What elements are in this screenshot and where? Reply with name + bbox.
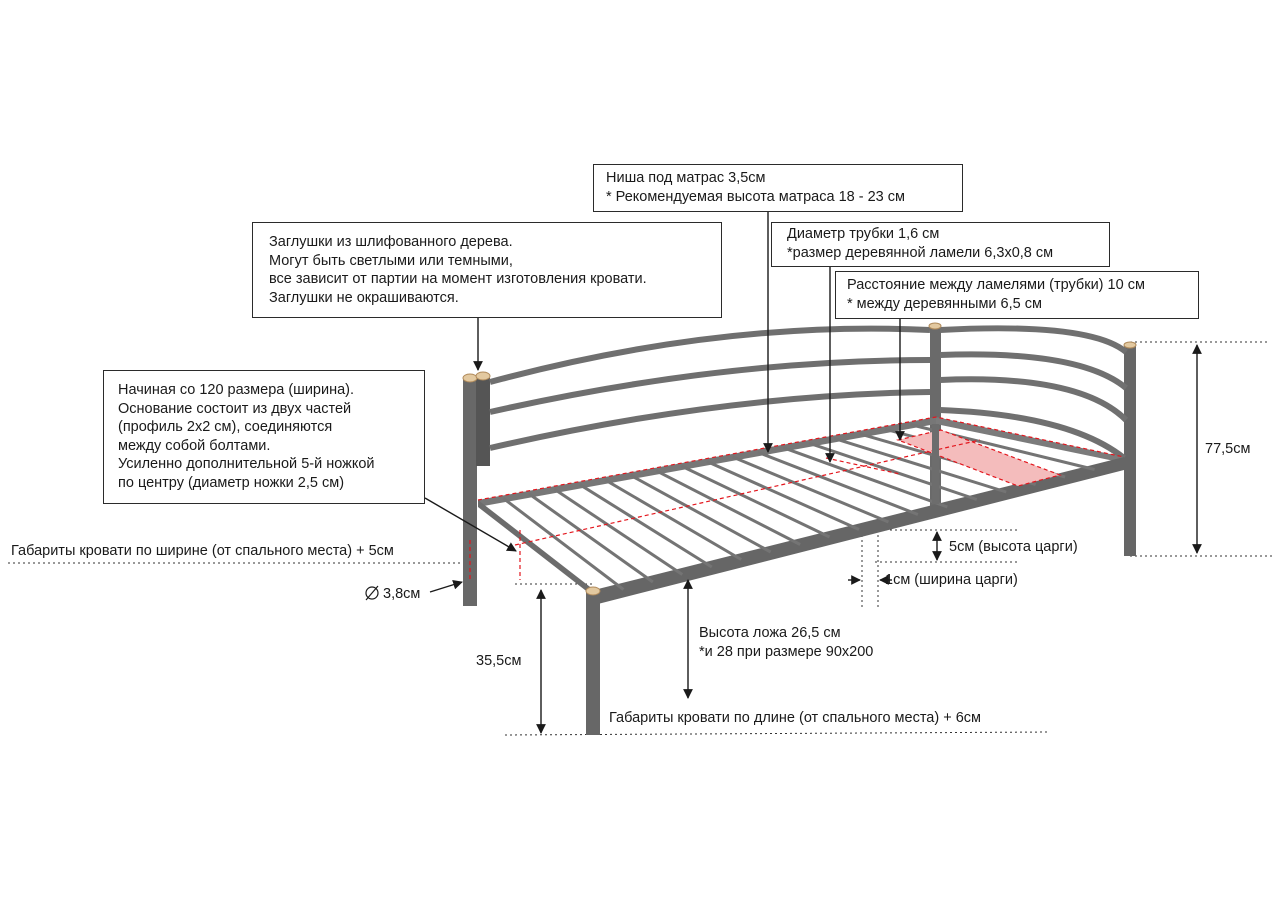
caps-line-3: все зависит от партии на момент изготовл… (269, 271, 647, 287)
long-rail-low (489, 389, 931, 451)
wood-cap-back-right (928, 322, 942, 330)
right-end-rail (936, 417, 1124, 463)
tube-line-2: *размер деревянной ламели 6,3х0,8 см (787, 244, 1054, 261)
base-arrow (424, 497, 517, 552)
base-line-3: (профиль 2х2 см), соединяются (118, 419, 333, 435)
legs (586, 424, 939, 735)
caps-line-1: Заглушки из шлифованного дерева. (269, 234, 513, 250)
niche-line-1: Ниша под матрас 3,5см (606, 170, 766, 186)
callout-wood-caps: Заглушки из шлифованного дерева. Могут б… (252, 222, 722, 318)
right-end-post (1124, 346, 1136, 556)
front-side-rail (594, 457, 1124, 605)
slat (629, 474, 772, 554)
wood-cap-end (1123, 341, 1137, 349)
bed-height-line-2: *и 28 при размере 90х200 (699, 643, 874, 660)
leg-height-label: 35,5см (476, 653, 522, 669)
length-note-label: Габариты кровати по длине (от спального … (609, 710, 982, 726)
base-line-4: между собой болтами. (118, 437, 271, 454)
slat-marker-line (825, 457, 901, 475)
back-left-post-sleeve (476, 378, 490, 466)
niche-line-2: * Рекомендуемая высота матраса 18 - 23 с… (606, 188, 905, 205)
end-rail-mid (939, 351, 1128, 391)
wood-cap-front-left (585, 586, 601, 596)
callout-mattress-niche: Ниша под матрас 3,5см * Рекомендуемая вы… (593, 164, 963, 212)
slat (706, 460, 860, 531)
frame-height-label: 5см (высота царги) (949, 539, 1078, 555)
base-line-5: Усиленно дополнительной 5-й ножкой (118, 456, 375, 472)
slat (655, 469, 801, 546)
slat (578, 483, 713, 569)
slat (808, 441, 978, 501)
slats (502, 423, 1095, 591)
side-frame (478, 417, 1124, 605)
slat (757, 450, 919, 516)
end-rail-top (939, 325, 1128, 355)
total-height-label: 77,5см (1205, 441, 1251, 457)
tube-line-1: Диаметр трубки 1,6 см (787, 226, 940, 242)
wood-caps (462, 322, 1137, 596)
center-leg (932, 424, 939, 504)
spacing-line-2: * между деревянными 6,5 см (847, 295, 1042, 312)
front-left-leg (586, 592, 600, 735)
slat (502, 497, 625, 591)
frame-width-label: 1см (ширина царги) (885, 572, 1018, 588)
near-left-rail (478, 500, 594, 597)
slat (553, 487, 684, 576)
slat (604, 478, 742, 561)
spacing-line-1: Расстояние между ламелями (трубки) 10 см (847, 277, 1145, 293)
slat (731, 455, 890, 524)
wood-cap-back-left-2 (475, 371, 491, 381)
long-rail-top (489, 325, 931, 385)
base-line-6: по центру (диаметр ножки 2,5 см) (118, 474, 345, 491)
caps-line-2: Могут быть светлыми или темными, (269, 252, 513, 269)
slat (833, 437, 1007, 494)
callout-slat-spacing: Расстояние между ламелями (трубки) 10 см… (835, 271, 1199, 319)
leg-diameter-label: 3,8см (383, 586, 421, 602)
width-note-label: Габариты кровати по ширине (от спального… (11, 543, 394, 559)
base-line-1: Начиная со 120 размера (ширина). (118, 382, 355, 398)
end-rail-low (939, 376, 1129, 423)
wood-cap-back-left (462, 373, 478, 383)
slat (680, 464, 831, 539)
back-frame (463, 325, 1136, 606)
center-split-line (514, 439, 981, 546)
slat (782, 446, 948, 509)
callout-tube-diameter: Диаметр трубки 1,6 см *размер деревянной… (771, 222, 1110, 267)
bed-height-line-1: Высота ложа 26,5 см (699, 625, 841, 641)
leg-diameter-arrow (429, 579, 463, 593)
bed-height-label: Высота ложа 26,5 см *и 28 при размере 90… (699, 624, 873, 661)
niche-outline (477, 416, 1125, 501)
long-rail-mid (489, 357, 931, 415)
slat (528, 492, 654, 584)
dimension-arrows (424, 212, 1202, 734)
back-left-post (463, 378, 477, 606)
diameter-symbol-icon (365, 585, 379, 601)
caps-line-4: Заглушки не окрашиваются. (269, 289, 459, 306)
base-line-2: Основание состоит из двух частей (118, 400, 352, 417)
end-rail-bottom (939, 407, 1126, 461)
callout-base-construction: Начиная со 120 размера (ширина). Основан… (103, 370, 425, 504)
